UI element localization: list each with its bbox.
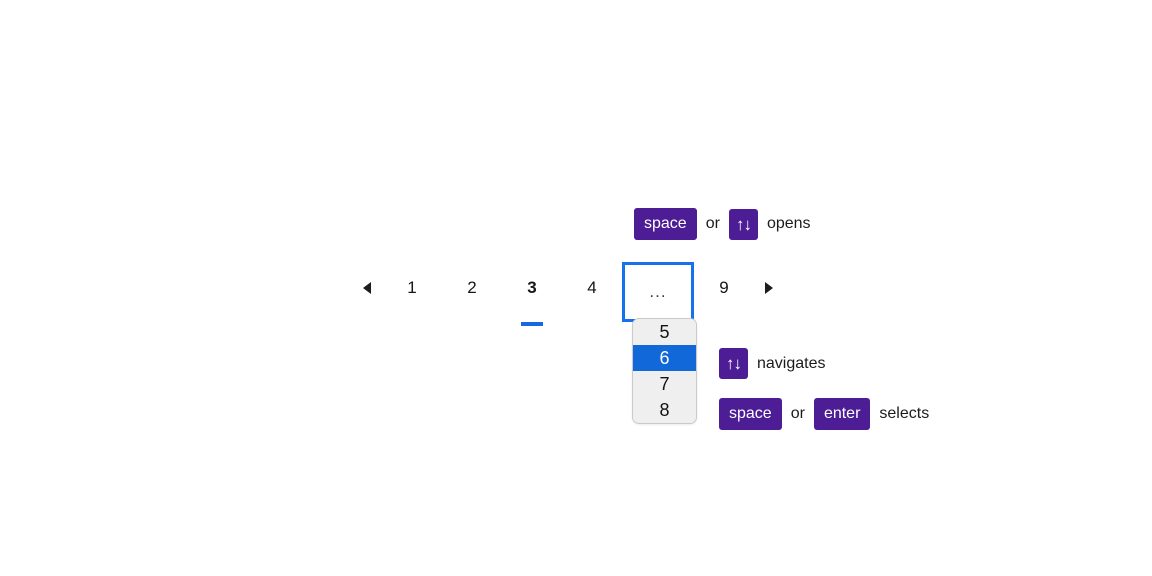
pagination-page-2[interactable]: 2 <box>442 262 502 314</box>
dropdown-option-5-label: 5 <box>659 321 670 342</box>
current-page-indicator <box>521 322 543 326</box>
pagination-previous-button[interactable] <box>352 262 382 314</box>
hint-action-navigates: navigates <box>757 354 826 372</box>
pagination-page-1[interactable]: 1 <box>382 262 442 314</box>
hint-separator-or-selects: or <box>790 405 805 422</box>
hint-separator-or-opens: or <box>705 215 720 232</box>
dropdown-option-6-label: 6 <box>659 347 670 368</box>
arrow-keys-icon-navigates: ↑↓ <box>719 348 748 379</box>
pagination-page-9[interactable]: 9 <box>694 262 754 314</box>
keyboard-hint-opens: space or ↑↓ opens <box>634 208 811 240</box>
key-badge-space-selects: space <box>719 398 782 430</box>
pagination-page-4[interactable]: 4 <box>562 262 622 314</box>
pagination-page-2-label: 2 <box>467 278 477 297</box>
dropdown-option-7-label: 7 <box>659 373 670 394</box>
chevron-right-icon <box>765 282 773 294</box>
pagination-page-3-current[interactable]: 3 <box>502 262 562 326</box>
hint-action-selects: selects <box>879 405 930 422</box>
pagination-overflow-dropdown[interactable]: 5 6 7 8 <box>632 318 697 424</box>
key-badge-enter-selects: enter <box>813 398 871 430</box>
pagination-page-1-label: 1 <box>407 278 417 297</box>
pagination-overflow-select[interactable]: ... <box>622 262 694 322</box>
pagination-page-9-label: 9 <box>719 278 729 297</box>
pagination-page-4-label: 4 <box>587 278 597 297</box>
dropdown-option-5[interactable]: 5 <box>633 319 696 345</box>
keyboard-hint-selects: space or enter selects <box>719 398 929 430</box>
pagination: 1 2 3 4 ... 9 <box>352 262 784 326</box>
pagination-page-3-label: 3 <box>527 278 537 297</box>
dropdown-option-8[interactable]: 8 <box>633 397 696 423</box>
arrow-keys-icon-opens: ↑↓ <box>728 208 758 240</box>
chevron-left-icon <box>363 282 371 294</box>
dropdown-option-6[interactable]: 6 <box>633 345 696 371</box>
pagination-overflow-label: ... <box>649 282 667 301</box>
dropdown-option-7[interactable]: 7 <box>633 371 696 397</box>
key-badge-space-opens: space <box>634 208 697 240</box>
pagination-next-button[interactable] <box>754 262 784 314</box>
keyboard-hint-navigates: ↑↓ navigates <box>719 348 826 379</box>
dropdown-option-8-label: 8 <box>659 399 670 420</box>
hint-action-opens: opens <box>766 215 811 232</box>
